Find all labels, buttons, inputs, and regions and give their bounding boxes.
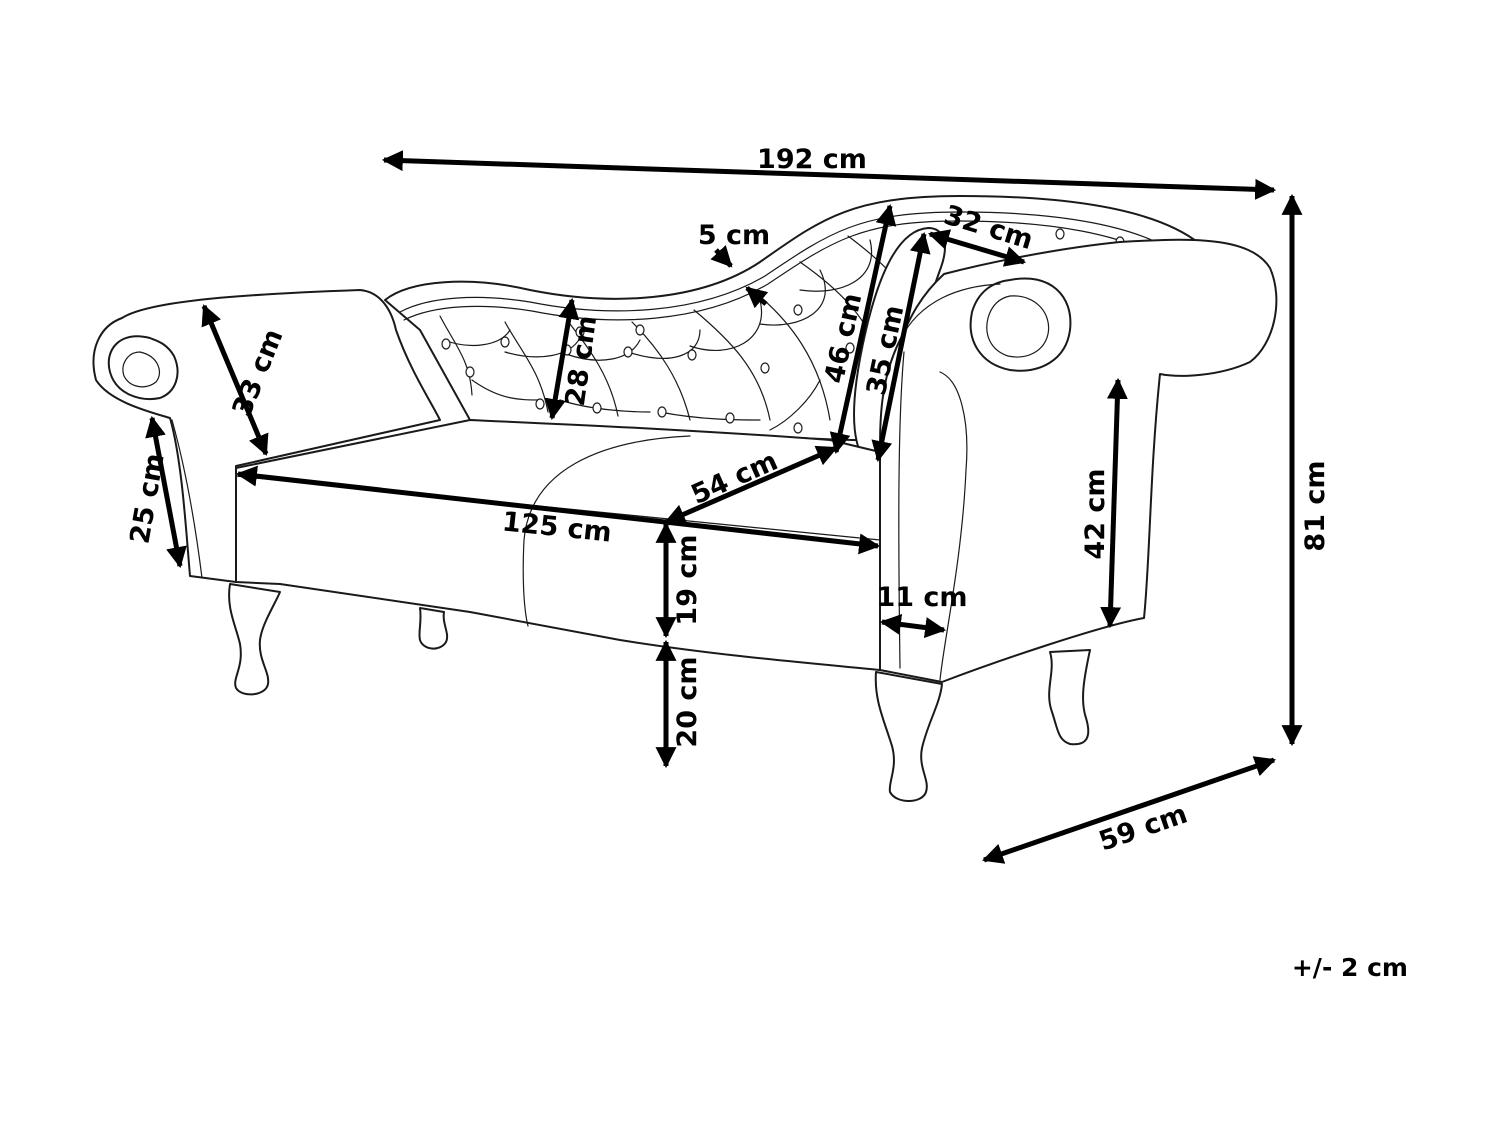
dim-arrow-depth bbox=[982, 756, 1276, 864]
dim-arrow-arm-thickness bbox=[879, 614, 947, 638]
backrest-inner-trim-2 bbox=[403, 220, 1167, 321]
label-seat-thickness: 19 cm bbox=[672, 534, 703, 625]
right-arm bbox=[879, 238, 1278, 683]
dimension-arrows bbox=[145, 150, 1303, 864]
backrest-inner-trim bbox=[399, 211, 1181, 313]
right-arm-trim-2 bbox=[939, 371, 968, 681]
dim-arrow-headrest-height bbox=[871, 231, 931, 463]
seat-cushion bbox=[235, 419, 881, 671]
right-arm-scroll bbox=[969, 277, 1072, 372]
label-backrest-top-thickness: 5 cm bbox=[698, 220, 770, 251]
front-left-leg bbox=[228, 583, 281, 696]
left-arm-scroll-inner bbox=[122, 351, 161, 388]
dim-arrow-seat-width bbox=[235, 465, 881, 555]
dim-arrow-total-width bbox=[381, 150, 1277, 200]
dim-arrow-headrest-width bbox=[927, 229, 1027, 267]
dim-arrow-backrest-low bbox=[544, 297, 580, 421]
right-arm-scroll-inner bbox=[986, 295, 1050, 358]
dim-arrow-5cm-a bbox=[710, 245, 733, 268]
label-arm-height: 42 cm bbox=[1080, 468, 1111, 559]
dim-arrow-left-arm-height bbox=[201, 304, 269, 456]
label-total-width: 192 cm bbox=[757, 144, 867, 175]
dim-arrow-arm-height bbox=[1100, 377, 1128, 629]
dim-arrow-left-arm-front bbox=[145, 415, 187, 569]
label-arm-thickness: 11 cm bbox=[876, 582, 967, 613]
tolerance-note: +/- 2 cm bbox=[1292, 953, 1408, 982]
left-arm-scroll bbox=[107, 335, 179, 400]
rear-right-leg bbox=[1048, 649, 1091, 746]
label-leg-height: 20 cm bbox=[672, 656, 703, 747]
rear-left-leg bbox=[418, 607, 449, 650]
dim-arrow-5cm-b bbox=[745, 286, 769, 309]
label-left-arm-front: 25 cm bbox=[124, 451, 170, 546]
front-right-leg bbox=[874, 671, 943, 802]
label-total-height: 81 cm bbox=[1300, 460, 1331, 551]
